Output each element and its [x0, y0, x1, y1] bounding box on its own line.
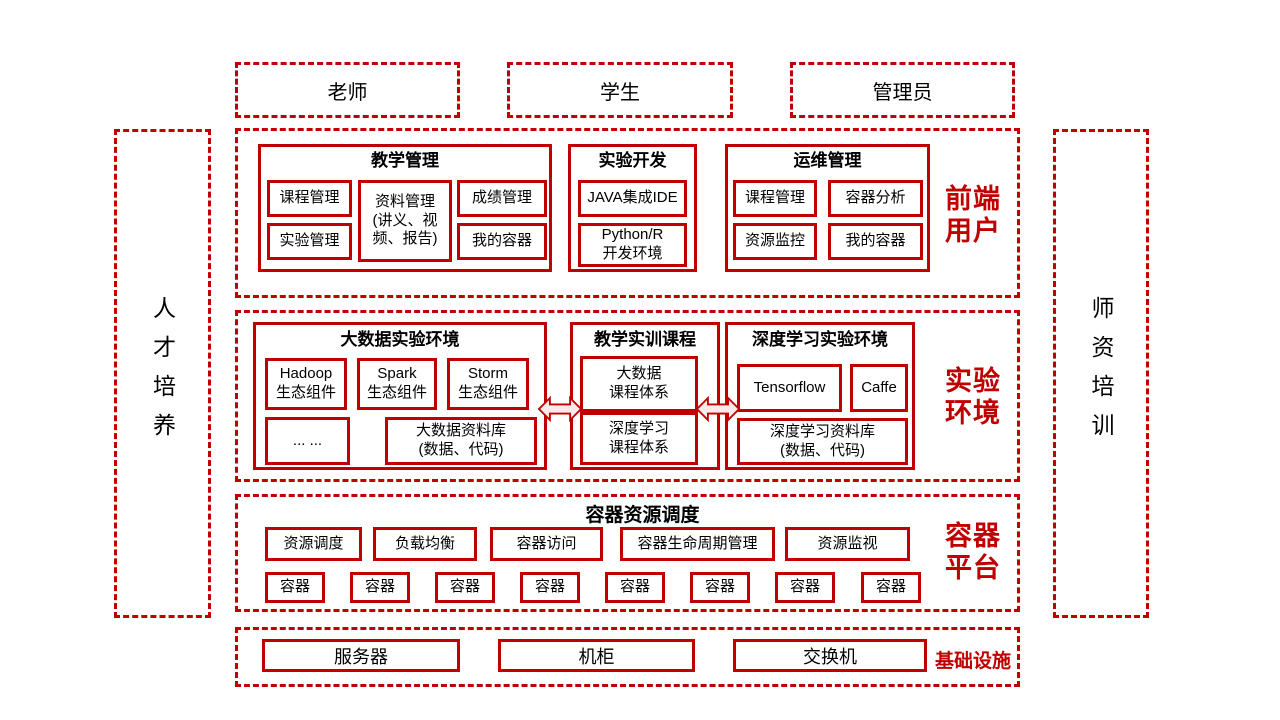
infrastructure-side-label: 基础设施 [934, 651, 1011, 672]
actor-admin-label: 管理员 [872, 81, 933, 104]
my-container-box-teaching: 我的容器 [457, 223, 547, 260]
experiment-env-side-label: 实验 环境 [945, 366, 1001, 428]
bigdata-course-box: 大数据 课程体系 [580, 356, 698, 412]
experiment-env-section [235, 310, 1020, 482]
switch-box: 交换机 [733, 639, 927, 672]
server-box: 服务器 [262, 639, 460, 672]
talent-cultivation-panel: 人才培养 [114, 129, 211, 618]
experiment-mgmt-box: 实验管理 [267, 223, 352, 260]
resource-watch-box: 资源监视 [785, 527, 910, 561]
ops-management-title: 运维管理 [793, 151, 862, 170]
container-box-2: 容器 [350, 572, 410, 603]
resource-scheduling-box: 资源调度 [265, 527, 362, 561]
container-box-6: 容器 [690, 572, 750, 603]
container-scheduling-title: 容器资源调度 [585, 505, 700, 526]
course-mgmt-box: 课程管理 [267, 180, 352, 217]
container-box-5: 容器 [605, 572, 665, 603]
infrastructure-section [235, 627, 1020, 687]
actor-student-box: 学生 [507, 62, 733, 118]
actor-student-label: 学生 [600, 81, 640, 104]
java-ide-box: JAVA集成IDE [578, 180, 687, 217]
deeplearning-repo-box: 深度学习资料库 (数据、代码) [737, 418, 908, 465]
teacher-training-label: 师资培训 [1088, 295, 1114, 452]
frontend-users-section [235, 128, 1020, 298]
caffe-box: Caffe [850, 364, 908, 412]
container-lifecycle-box: 容器生命周期管理 [620, 527, 775, 561]
container-access-box: 容器访问 [490, 527, 603, 561]
python-r-box: Python/R 开发环境 [578, 223, 687, 267]
bigdata-repo-box: 大数据资料库 (数据、代码) [385, 417, 537, 465]
actor-teacher-box: 老师 [235, 62, 460, 118]
rack-box: 机柜 [498, 639, 695, 672]
ops-course-mgmt-box: 课程管理 [733, 180, 817, 217]
double-arrow-icon [538, 396, 582, 422]
bigdata-env-title: 大数据实验环境 [340, 330, 460, 349]
resource-monitor-box: 资源监控 [733, 223, 817, 260]
double-arrow-icon [696, 396, 740, 422]
tensorflow-box: Tensorflow [737, 364, 842, 412]
container-box-4: 容器 [520, 572, 580, 603]
load-balancing-box: 负载均衡 [373, 527, 477, 561]
spark-box: Spark 生态组件 [357, 358, 437, 410]
talent-cultivation-label: 人才培养 [149, 295, 176, 452]
deeplearning-course-box: 深度学习 课程体系 [580, 412, 698, 465]
container-box-1: 容器 [265, 572, 325, 603]
hadoop-box: Hadoop 生态组件 [265, 358, 347, 410]
deeplearning-env-title: 深度学习实验环境 [752, 330, 888, 349]
grade-mgmt-box: 成绩管理 [457, 180, 547, 217]
training-courses-title: 教学实训课程 [594, 330, 696, 349]
frontend-users-side-label: 前端 用户 [945, 184, 1001, 246]
container-platform-side-label: 容器 平台 [945, 521, 1001, 583]
actor-teacher-label: 老师 [327, 81, 368, 104]
arrow-bigdata-courses [538, 396, 582, 422]
my-container-box-ops: 我的容器 [828, 223, 923, 260]
storm-box: Storm 生态组件 [447, 358, 529, 410]
ellipsis-box: ... ... [265, 417, 350, 465]
container-platform-section [235, 494, 1020, 612]
teacher-training-panel: 师资培训 [1053, 129, 1149, 618]
arrow-courses-deeplearning [696, 396, 740, 422]
container-analysis-box: 容器分析 [828, 180, 923, 217]
container-box-3: 容器 [435, 572, 495, 603]
material-mgmt-box: 资料管理 (讲义、视频、报告) [358, 180, 452, 262]
teaching-management-title: 教学管理 [371, 151, 439, 170]
experiment-dev-title: 实验开发 [598, 151, 667, 170]
actor-admin-box: 管理员 [790, 62, 1015, 118]
container-box-8: 容器 [861, 572, 921, 603]
container-box-7: 容器 [775, 572, 835, 603]
